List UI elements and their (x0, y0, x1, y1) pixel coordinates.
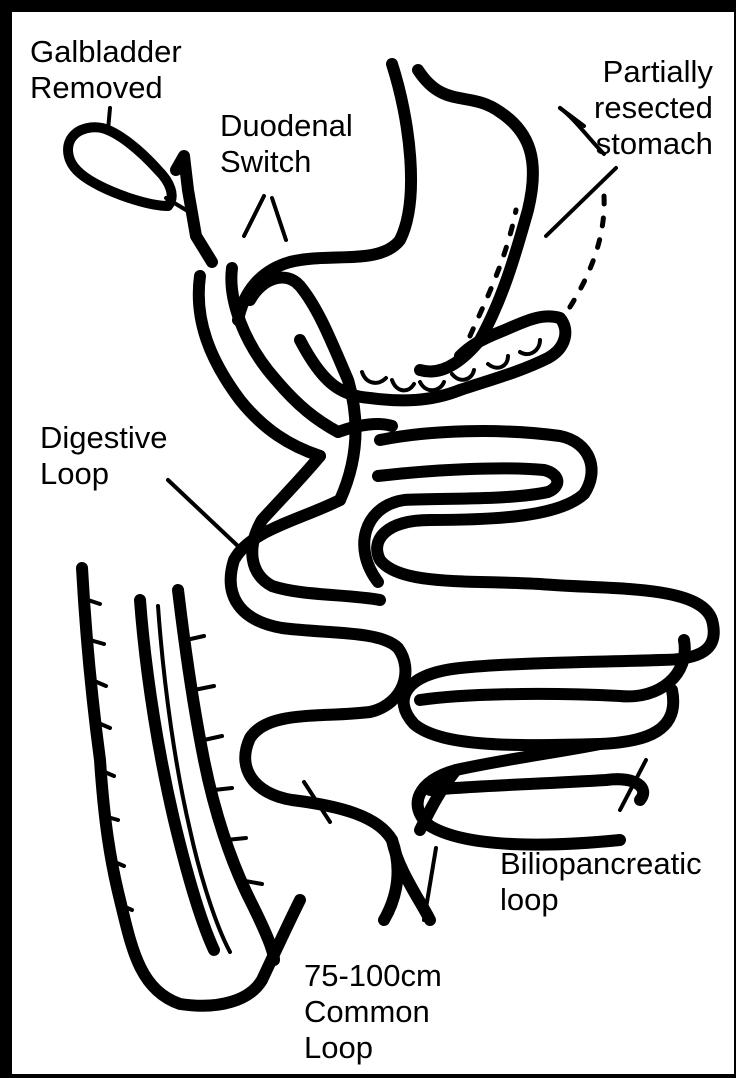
stomach-label-line3: stomach (594, 126, 713, 162)
biliopancreatic-loop-label: Biliopancreatic loop (500, 846, 702, 918)
duodenal-switch-label-line2: Switch (220, 144, 353, 180)
gallbladder-label-line1: Galbladder (30, 34, 182, 70)
bile-duct (166, 156, 212, 262)
stomach-label-line2: resected (594, 90, 713, 126)
common-loop-label: 75-100cm Common Loop (304, 958, 442, 1066)
biliopancreatic-loop-label-line1: Biliopancreatic (500, 846, 702, 882)
common-loop-label-line1: 75-100cm (304, 958, 442, 994)
digestive-loop-label-line2: Loop (40, 456, 168, 492)
common-loop-label-line3: Loop (304, 1030, 442, 1066)
gallbladder-label-line2: Removed (30, 70, 182, 106)
biliopancreatic-loop-label-line2: loop (500, 882, 702, 918)
stomach-label: Partially resected stomach (594, 54, 713, 162)
gallbladder-remnant (68, 108, 172, 206)
gallbladder-label: Galbladder Removed (30, 34, 182, 106)
digestive-loop-label: Digestive Loop (40, 420, 168, 492)
common-loop-label-line2: Common (304, 994, 442, 1030)
duodenal-switch-label: Duodenal Switch (220, 108, 353, 180)
stomach-label-line1: Partially (594, 54, 713, 90)
duodenal-switch-label-line1: Duodenal (220, 108, 353, 144)
digestive-loop-label-line1: Digestive (40, 420, 168, 456)
